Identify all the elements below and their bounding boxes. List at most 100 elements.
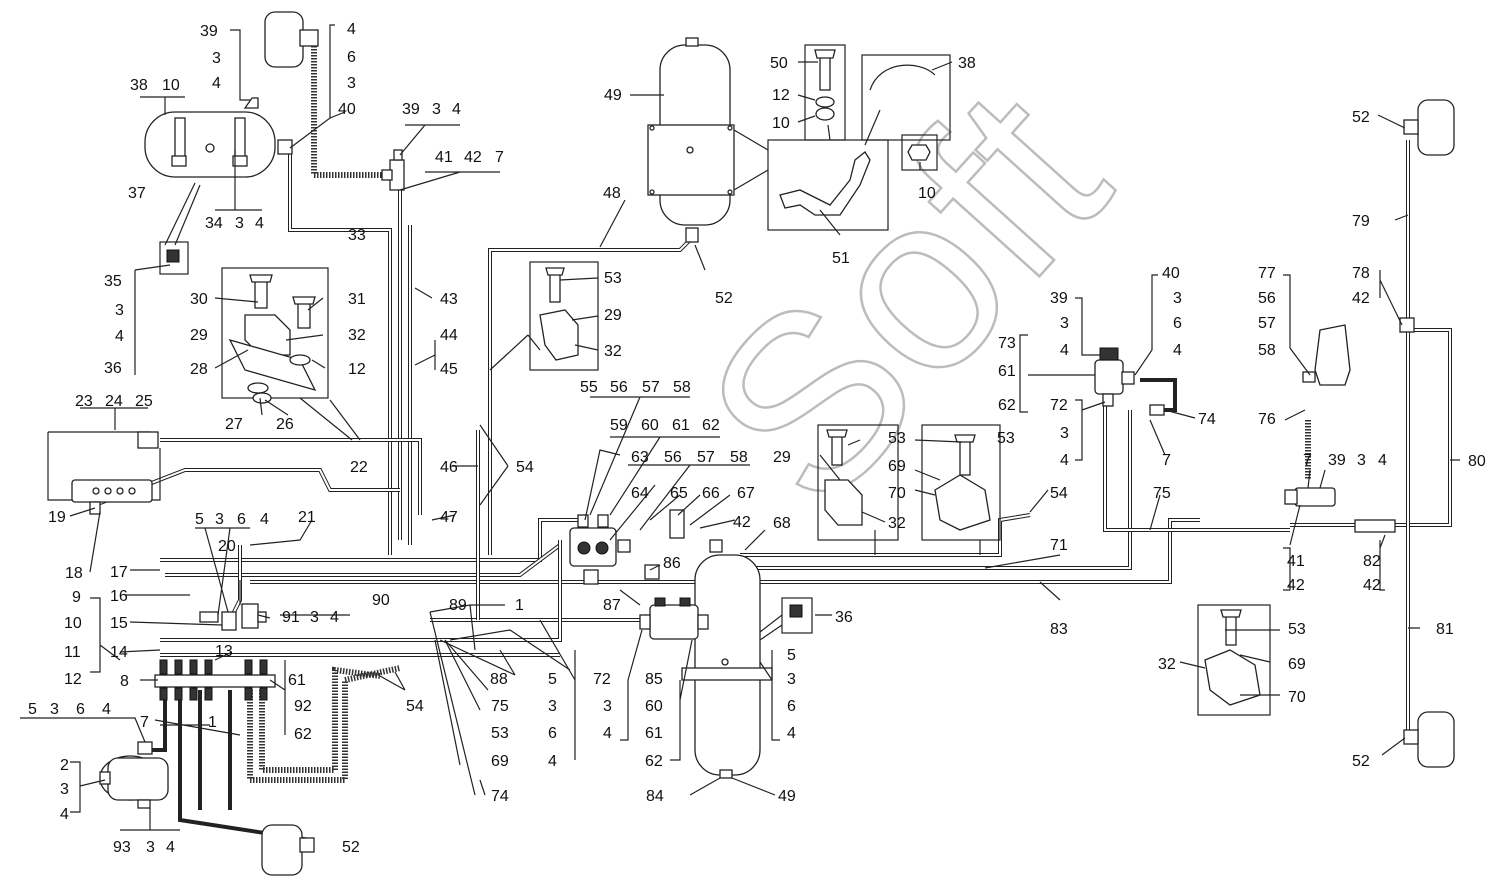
label-45: 45	[440, 361, 458, 378]
label-55: 55	[580, 379, 598, 396]
label-46: 46	[440, 459, 458, 476]
label-54c: 54	[1050, 485, 1068, 502]
label-3j: 3	[146, 839, 155, 856]
label-9: 9	[72, 589, 81, 606]
label-3h: 3	[50, 701, 59, 718]
label-49b: 49	[778, 788, 796, 805]
label-57c: 57	[1258, 315, 1276, 332]
label-7c: 7	[1162, 452, 1171, 469]
sensor-unit-left	[47, 431, 161, 515]
label-3b: 3	[235, 215, 244, 232]
label-57b: 57	[697, 449, 715, 466]
label-31: 31	[348, 291, 366, 308]
label-23: 23	[75, 393, 93, 410]
air-filter-right	[1284, 324, 1351, 507]
label-62c: 62	[645, 753, 663, 770]
label-57a: 57	[642, 379, 660, 396]
drain-valve-left	[159, 241, 189, 275]
brake-chamber-bottom-right	[1403, 711, 1455, 768]
label-3i: 3	[60, 781, 69, 798]
label-3n: 3	[1060, 315, 1069, 332]
label-5c: 5	[548, 671, 557, 688]
label-53a: 53	[604, 270, 622, 287]
label-74a: 74	[491, 788, 509, 805]
bracket-clamp-mid	[489, 261, 599, 371]
label-54b: 54	[516, 459, 534, 476]
label-60b: 60	[645, 698, 663, 715]
label-44: 44	[440, 327, 458, 344]
label-53c: 53	[888, 430, 906, 447]
label-68: 68	[773, 515, 791, 532]
label-32d: 32	[1158, 656, 1176, 673]
brake-chamber-top-right	[1403, 99, 1455, 156]
label-12b: 12	[64, 671, 82, 688]
label-53b: 53	[491, 725, 509, 742]
label-72a: 72	[593, 671, 611, 688]
label-69c: 69	[1288, 656, 1306, 673]
label-10d: 10	[918, 185, 936, 202]
label-79: 79	[1352, 213, 1370, 230]
label-59: 59	[610, 417, 628, 434]
label-77: 77	[1258, 265, 1276, 282]
label-1a: 1	[208, 714, 217, 731]
bracket-clamp-center-right	[817, 424, 1001, 541]
label-70b: 70	[1288, 689, 1306, 706]
label-43: 43	[440, 291, 458, 308]
label-4g: 4	[330, 609, 339, 626]
label-4b: 4	[255, 215, 264, 232]
label-6h: 6	[76, 701, 85, 718]
label-4f: 4	[260, 511, 269, 528]
label-34: 34	[205, 215, 223, 232]
label-8: 8	[120, 673, 129, 690]
coupling-heads-right	[1354, 317, 1415, 533]
label-47: 47	[440, 509, 458, 526]
label-4j: 4	[166, 839, 175, 856]
label-5a: 5	[195, 511, 204, 528]
label-32c: 32	[888, 515, 906, 532]
label-65: 65	[670, 485, 688, 502]
air-reservoir-top-center	[647, 37, 769, 243]
label-40b: 40	[1162, 265, 1180, 282]
label-4a: 4	[212, 75, 221, 92]
air-reservoir-bottom-center	[681, 554, 783, 779]
label-83: 83	[1050, 621, 1068, 638]
label-3e: 3	[115, 302, 124, 319]
label-3d: 3	[432, 101, 441, 118]
label-4m: 4	[787, 725, 796, 742]
label-60a: 60	[641, 417, 659, 434]
label-69b: 69	[888, 458, 906, 475]
label-29c: 29	[773, 449, 791, 466]
label-71: 71	[1050, 537, 1068, 554]
label-4e: 4	[115, 328, 124, 345]
label-54a: 54	[406, 698, 424, 715]
label-4h: 4	[102, 701, 111, 718]
label-38a: 38	[130, 77, 148, 94]
drain-valve-bottom	[781, 597, 813, 634]
label-87: 87	[603, 597, 621, 614]
label-53e: 53	[1288, 621, 1306, 638]
part-labels: 39 3 4 38 10 37 34 3 4 4 6 3 40 39 3 4 4…	[28, 21, 1486, 856]
label-62b: 62	[702, 417, 720, 434]
label-72b: 72	[1050, 397, 1068, 414]
label-4k: 4	[548, 753, 557, 770]
label-58c: 58	[1258, 342, 1276, 359]
label-82: 82	[1363, 553, 1381, 570]
label-4d: 4	[452, 101, 461, 118]
label-39d: 39	[1328, 452, 1346, 469]
label-5b: 5	[28, 701, 37, 718]
label-91: 91	[282, 609, 300, 626]
label-7b: 7	[140, 714, 149, 731]
label-26: 26	[276, 416, 294, 433]
tee-fitting-top	[381, 149, 405, 191]
label-61d: 61	[998, 363, 1016, 380]
label-80: 80	[1468, 453, 1486, 470]
label-58a: 58	[673, 379, 691, 396]
reservoir-bracket-51	[767, 44, 951, 231]
label-11: 11	[64, 644, 81, 661]
label-53d: 53	[997, 430, 1015, 447]
label-85: 85	[645, 671, 663, 688]
label-41b: 41	[1287, 553, 1305, 570]
label-12a: 12	[348, 361, 366, 378]
label-3k: 3	[548, 698, 557, 715]
